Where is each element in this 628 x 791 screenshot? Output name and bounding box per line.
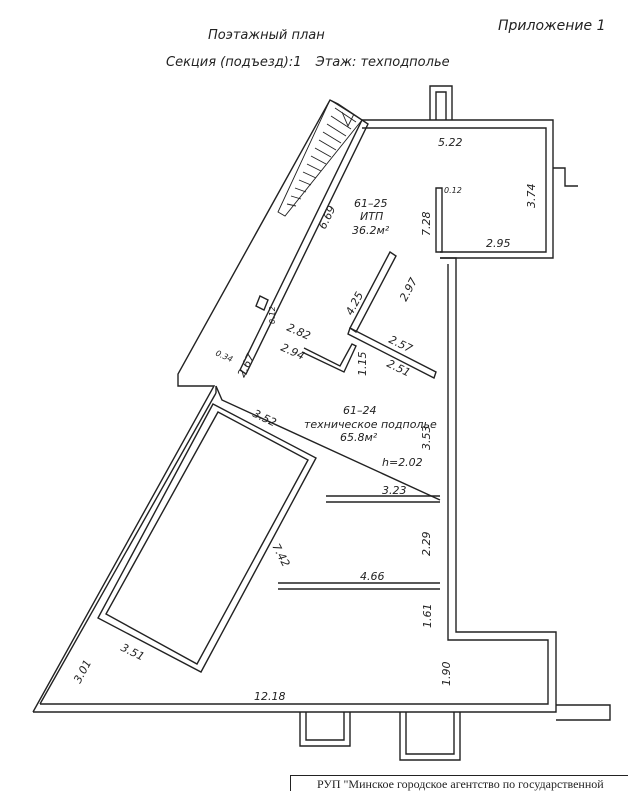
section-label: Секция (подъезд):1 [166,55,302,70]
agency-stamp: РУП "Минское городское агентство по госу… [290,775,628,791]
dim-label: 3.53 [420,426,433,451]
dim-label: 2.97 [397,276,420,304]
floor-label: Этаж: техподполье [315,55,450,70]
room-name: техническое подполье [304,418,437,431]
dim-label: 2.95 [486,237,511,250]
dim-label: 7.42 [269,541,292,569]
room-area: 36.2м² [352,224,390,237]
room-code: 61–24 [343,404,377,417]
room-tech-label: 61–24 техническое подполье 65.8м² h=2.02 [304,404,437,469]
dim-label: 5.22 [438,136,463,149]
dim-label: 2.29 [420,532,433,557]
dim-label: 3.23 [382,484,407,497]
dim-label: 2.51 [385,357,413,379]
room-name: ИТП [360,210,383,223]
dim-label: 12.18 [254,690,286,703]
section-floor-line: Секция (подъезд):1 Этаж: техподполье [166,55,450,70]
room-itp-label: 61–25 ИТП 36.2м² [352,197,390,237]
plan-title: Поэтажный план [208,28,325,43]
dim-label: 2.94 [279,341,307,363]
dim-label: 2.57 [387,333,415,355]
dim-label: 3.01 [71,658,94,686]
dim-label: 0.12 [268,306,277,324]
dim-label: 2.82 [285,321,313,343]
dim-label: 1.15 [356,352,369,377]
dim-label: 2.67 [235,352,257,380]
outer-walls [32,85,611,761]
room-code: 61–25 [354,197,388,210]
dim-label: 0.34 [214,349,234,364]
dim-label: 4.66 [360,570,385,583]
dim-label: 7.28 [420,212,433,237]
dim-label: 3.51 [119,641,147,663]
dim-label: 1.61 [421,604,434,629]
dim-label: 3.74 [525,184,538,209]
interior-walls [97,118,443,673]
room-area: 65.8м² [340,431,378,444]
dim-label: 1.90 [440,662,453,687]
staircase [277,99,363,217]
room-height: h=2.02 [382,456,423,469]
dim-label: 0.12 [444,186,462,195]
appendix-label: Приложение 1 [498,18,606,34]
